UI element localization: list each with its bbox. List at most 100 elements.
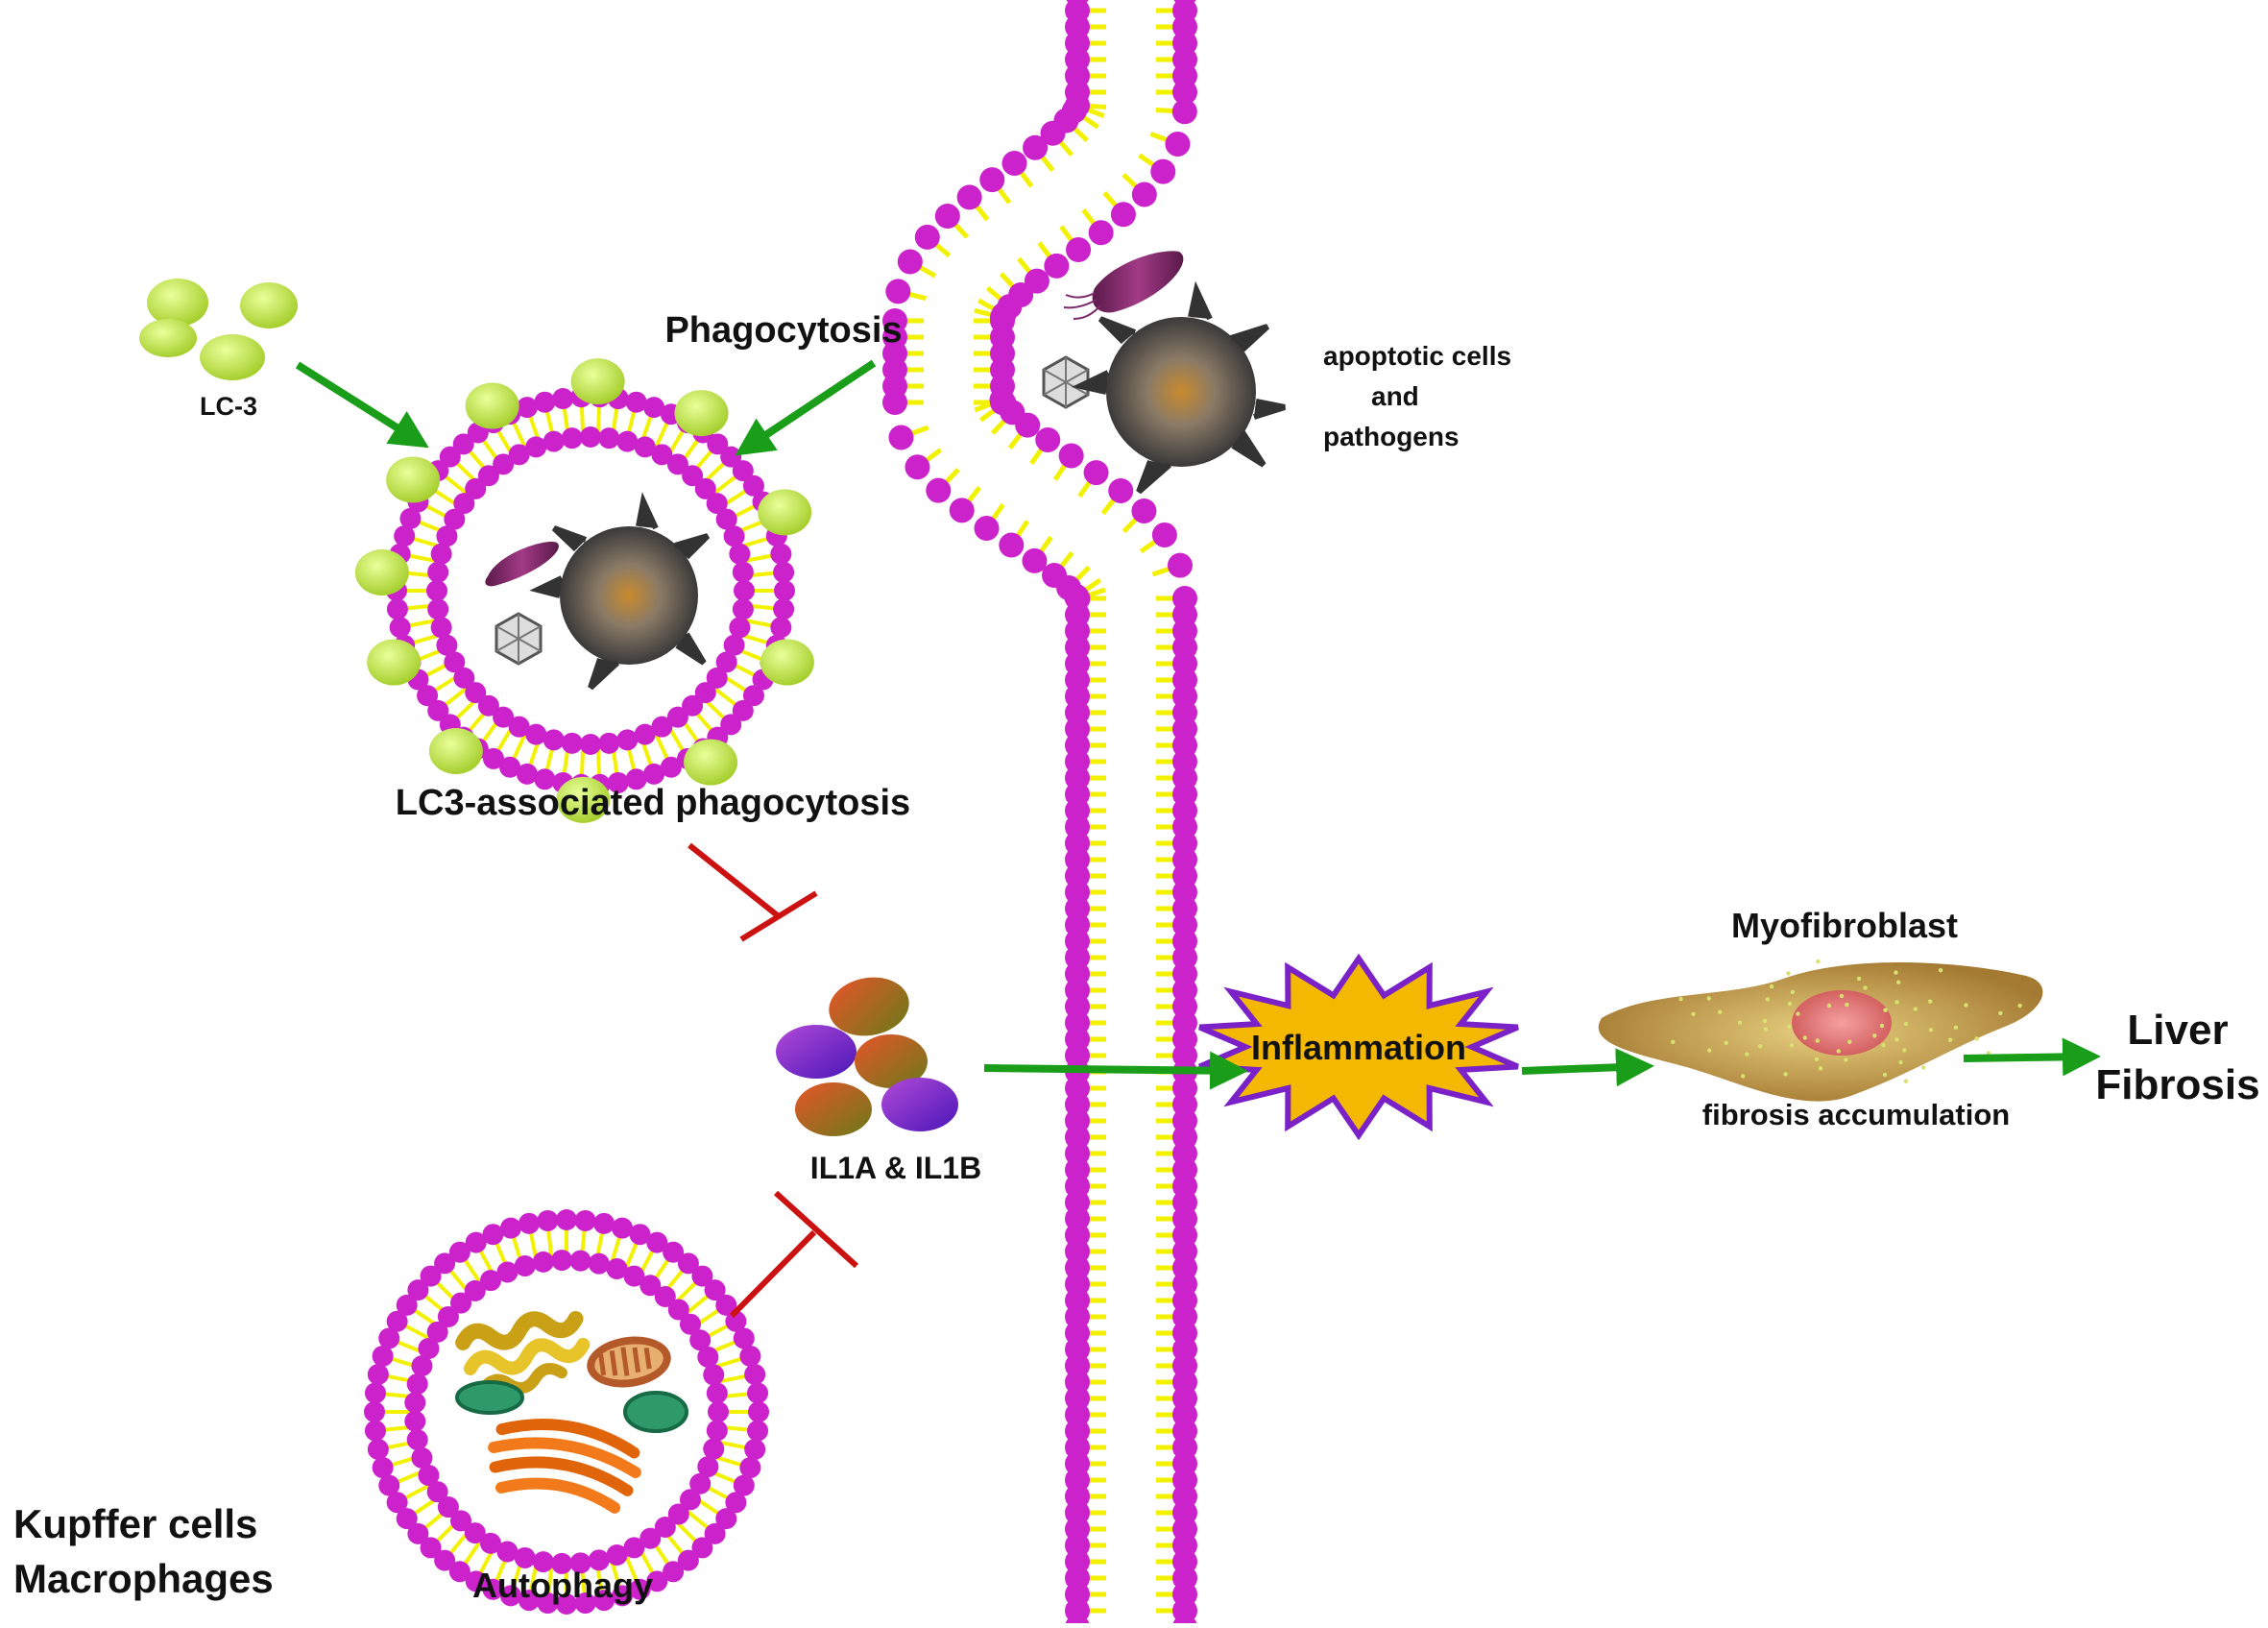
granule <box>1902 1048 1907 1053</box>
granule <box>1706 996 1711 1001</box>
granule <box>1787 1001 1793 1007</box>
lipid-head <box>444 651 466 673</box>
granule <box>1928 1028 1934 1033</box>
lipid-head <box>725 1492 747 1514</box>
lipid-head <box>404 1392 426 1414</box>
lipid-head <box>677 1252 699 1275</box>
granule <box>1927 999 1933 1004</box>
bacterium-icon <box>485 542 559 587</box>
lipid-head <box>450 1510 472 1532</box>
granule <box>1894 1000 1899 1005</box>
lipid-head <box>774 580 795 601</box>
autophagosome-cargo <box>455 1310 688 1514</box>
lipid-head <box>537 1592 559 1615</box>
lipid-head <box>723 525 745 547</box>
lipid-head <box>729 617 751 639</box>
lipid-head <box>426 1321 448 1343</box>
lipid-head <box>386 598 408 620</box>
lipid-head <box>418 1337 440 1359</box>
lipid-head <box>1044 253 1070 279</box>
lipid-head <box>452 433 474 455</box>
lipid-head <box>367 1439 389 1461</box>
granule <box>1671 1039 1676 1045</box>
lipid-head <box>706 1382 728 1404</box>
lipid-head <box>561 427 583 450</box>
lipid-head <box>378 1327 400 1349</box>
granule <box>1836 1049 1841 1054</box>
lipid-head <box>1022 547 1048 573</box>
virus-icon <box>495 612 543 666</box>
lipid-head <box>607 771 629 793</box>
lipid-head <box>885 279 911 304</box>
membrane-lipid-tails <box>895 8 1185 1628</box>
lipid-head <box>703 1364 725 1386</box>
lipid-head <box>770 543 792 565</box>
lipid-head <box>450 1292 472 1314</box>
lipid-head <box>418 1465 440 1487</box>
lipid-head <box>905 454 930 480</box>
lipid-head <box>667 1503 689 1525</box>
granule <box>1691 1011 1696 1016</box>
granule <box>1856 976 1862 982</box>
granule <box>1964 1003 1968 1008</box>
membrane-lipid-heads <box>882 0 1197 1628</box>
lipid-head <box>483 747 504 769</box>
liver-label: Liver <box>2127 1007 2229 1054</box>
lipid-head <box>663 1561 685 1583</box>
arrow-phagocytosis-to-phagosome <box>735 359 877 456</box>
lipid-head <box>1165 131 1191 157</box>
granule <box>1826 1003 1832 1008</box>
lipid-head <box>706 493 728 515</box>
granule <box>1786 971 1791 976</box>
pathogens-label: pathogens <box>1323 422 1460 451</box>
lipid-head <box>453 493 475 515</box>
lipid-head <box>694 477 716 499</box>
granule <box>1953 1025 1959 1031</box>
lipid-head <box>934 204 960 230</box>
lipid-head <box>612 1217 634 1239</box>
phagosome-cargo <box>485 492 711 691</box>
lipid-head <box>437 1305 459 1327</box>
lipid-head <box>748 1401 769 1422</box>
granule <box>1844 1057 1848 1062</box>
lipid-head <box>367 1363 389 1385</box>
lipid-head <box>534 391 556 413</box>
granule <box>2017 1003 2022 1008</box>
lipid-head <box>448 1561 470 1583</box>
arrow-lc3-to-phagosome <box>295 361 429 449</box>
lc3-protein <box>428 727 483 774</box>
inhibit-autophagy-line <box>729 1229 817 1319</box>
inhibit-lap-line <box>688 842 782 920</box>
granule <box>1678 996 1683 1002</box>
lipid-head <box>733 1327 755 1349</box>
phagocytosis-label: Phagocytosis <box>664 310 903 351</box>
lipid-head <box>417 685 439 707</box>
lipid-head <box>732 460 754 482</box>
lipid-head <box>482 1224 504 1246</box>
lipid-head <box>646 1570 668 1592</box>
granule <box>1863 985 1868 990</box>
lipid-head <box>697 1456 719 1478</box>
lipid-head <box>482 1578 504 1600</box>
lipid-head <box>399 507 422 529</box>
lipid-head <box>508 716 530 738</box>
lipid-head <box>694 682 716 704</box>
cytokine <box>795 1082 872 1136</box>
arrow-inflammation-to-myofibroblast <box>1521 1048 1654 1087</box>
lc3-protein <box>367 639 422 686</box>
lipid-head <box>516 397 538 419</box>
granule <box>1839 993 1845 999</box>
granule <box>1789 1043 1795 1048</box>
apoptotic-cell-icon <box>529 492 711 691</box>
lipid-head <box>1035 426 1061 452</box>
lipid-head <box>625 768 647 790</box>
granule <box>1974 1036 1979 1041</box>
granule <box>1816 959 1821 964</box>
kupffer-cells-label: Kupffer cells <box>13 1501 258 1546</box>
lc3-protein <box>556 776 611 823</box>
lipid-head <box>477 694 499 717</box>
lipid-head <box>427 561 449 583</box>
arrow-myofibroblast-to-fibrosis <box>1963 1037 2101 1077</box>
lipid-head <box>666 706 688 728</box>
